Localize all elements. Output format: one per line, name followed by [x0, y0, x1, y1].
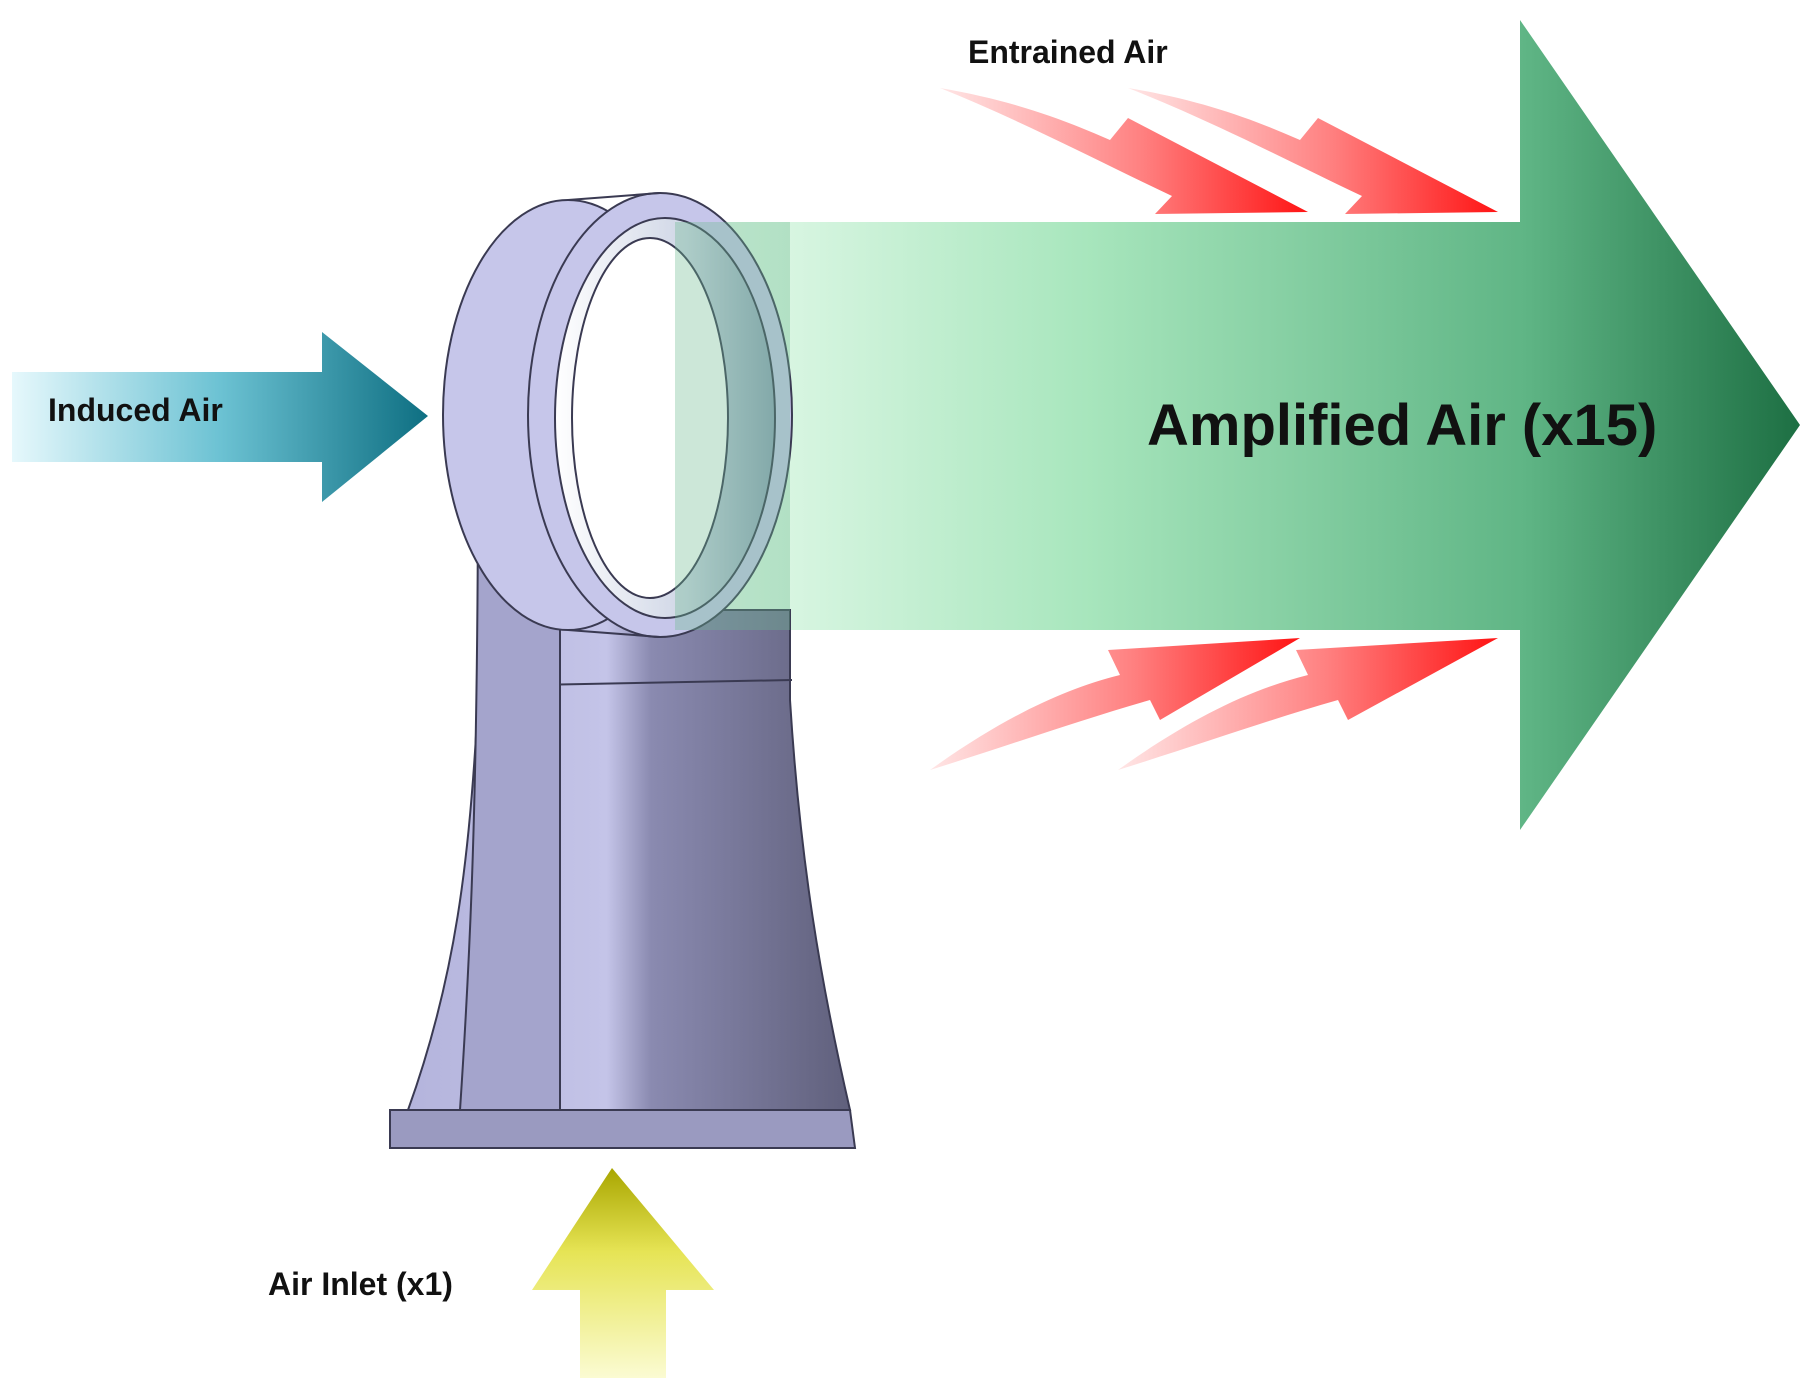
- amplified-air-arrow: [700, 20, 1800, 830]
- air-inlet-label: Air Inlet (x1): [268, 1266, 453, 1302]
- entrained-air-label: Entrained Air: [968, 34, 1168, 70]
- amplified-air-label: Amplified Air (x15): [1147, 393, 1658, 458]
- entrained-air-arrow: [940, 88, 1308, 214]
- entrained-air-arrows-bottom: [930, 638, 1498, 770]
- bladeless-fan-model: [389, 192, 857, 1149]
- entrained-air-arrows-top: [940, 88, 1498, 214]
- air-inlet-arrow: [532, 1168, 714, 1378]
- induced-air-label: Induced Air: [48, 392, 223, 428]
- entrained-air-arrow: [1118, 638, 1498, 770]
- entrained-air-arrow: [1128, 88, 1498, 214]
- entrained-air-arrow: [930, 638, 1300, 770]
- induced-air-arrow: [12, 332, 428, 502]
